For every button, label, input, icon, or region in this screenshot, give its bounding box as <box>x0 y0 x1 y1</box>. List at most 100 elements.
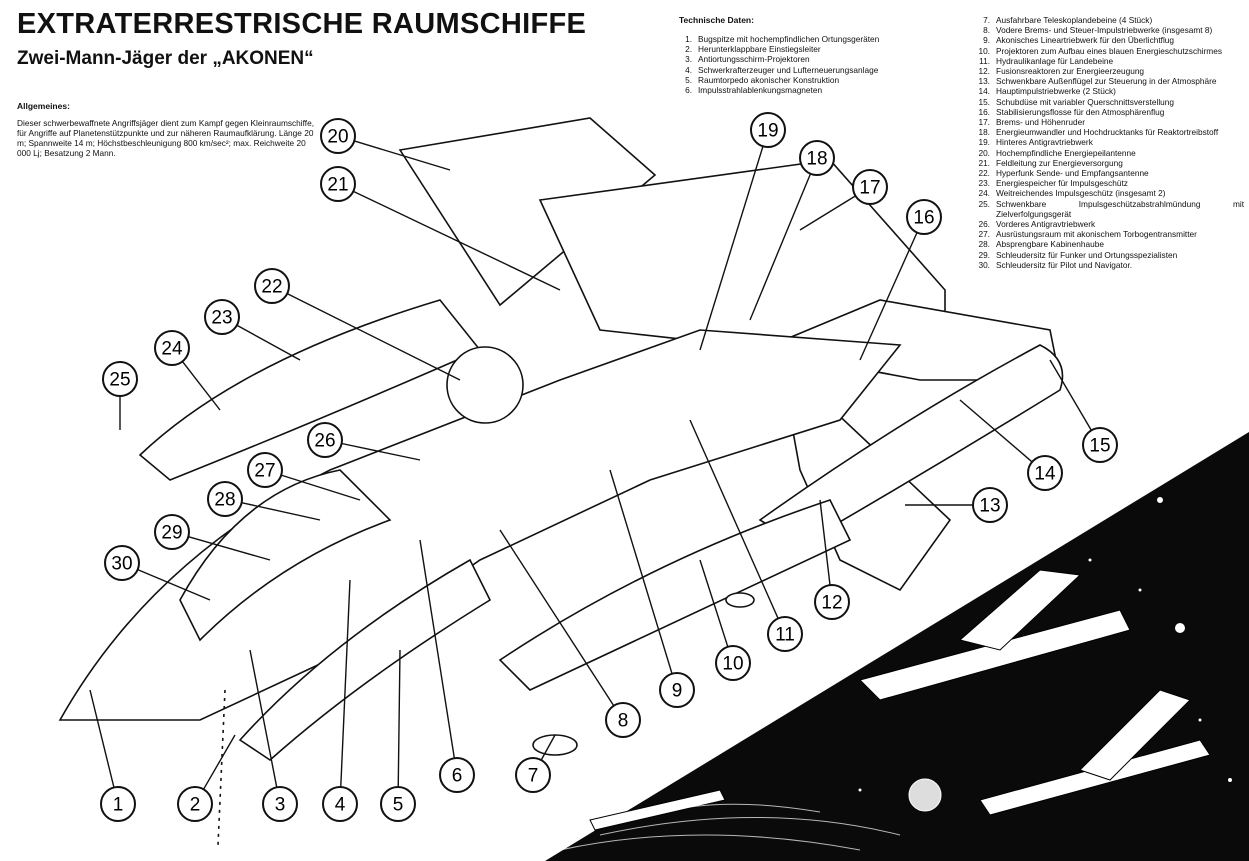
leader-line <box>699 146 764 351</box>
callout-circle <box>1027 455 1063 491</box>
callout-24: 24 <box>154 330 221 411</box>
callout-circle <box>320 166 356 202</box>
legend-number: 30. <box>978 259 990 270</box>
general-text: Dieser schwerbewaffnete Angriffsjäger di… <box>17 118 315 158</box>
legend-number: 5. <box>685 74 692 85</box>
lower-pod <box>498 499 852 691</box>
callout-circle <box>254 268 290 304</box>
legend-text: Ausfahrbare Teleskoplandebeine (4 Stück) <box>996 15 1153 25</box>
legend-text: Brems- und Höhenruder <box>996 117 1086 128</box>
callout-19: 19 <box>699 112 786 351</box>
leader-line <box>689 419 779 619</box>
callout-circle <box>307 422 343 458</box>
legend-number: 22. <box>978 168 990 179</box>
callout-number: 26 <box>314 431 335 452</box>
callout-number: 1 <box>113 795 124 816</box>
leader-line <box>202 734 236 790</box>
legend-text: Hochempfindliche Energiepeilantenne <box>996 147 1136 158</box>
legend-text: Energieumwandler und Hochdrucktanks für … <box>996 127 1219 138</box>
legend-text: Weitreichendes Impulsgeschütz (insgesamt… <box>996 188 1166 199</box>
torpedo <box>238 558 492 762</box>
leader-line <box>699 559 729 648</box>
callout-number: 2 <box>190 795 201 816</box>
engine-nacelle <box>758 344 1064 546</box>
legend-text: Schwenkbare Impulsgeschützabstrahlmündun… <box>996 198 1244 219</box>
leader-line <box>353 190 561 291</box>
legend-item: 5. Raumtorpedo akonischer Konstruktion <box>670 75 960 85</box>
callout-circle <box>750 112 786 148</box>
legend-number: 20. <box>978 147 990 158</box>
legend-item: 8.Vodere Brems- und Steuer-Impulstriebwe… <box>968 25 1244 35</box>
planet-surface <box>559 803 901 851</box>
legend-text: Vorderes Antigravtriebwerk <box>996 219 1096 230</box>
legend-number: 26. <box>978 219 990 230</box>
legend-number: 14. <box>978 86 990 97</box>
leader-line <box>181 361 221 411</box>
callout-circle <box>104 545 140 581</box>
leader-line <box>799 195 856 231</box>
legend-item: 6.Impulsstrahlablenkungsmagneten <box>670 85 960 95</box>
callout-30: 30 <box>104 545 211 601</box>
legend-number: 16. <box>978 106 990 117</box>
legend-number: 8. <box>983 25 990 36</box>
legend-number: 29. <box>978 249 990 260</box>
callout-circle <box>767 616 803 652</box>
legend-item: 9.Akonisches Lineartriebwerk für den Übe… <box>968 35 1244 45</box>
callout-number: 27 <box>254 461 275 482</box>
legend-item: 12.Fusionsreaktoren zur Energieerzeugung <box>968 66 1244 76</box>
leader-line <box>1049 359 1092 431</box>
leader-line <box>540 734 556 761</box>
legend-number: 19. <box>978 137 990 148</box>
callout-11: 11 <box>689 419 803 652</box>
legend-text: Raumtorpedo akonischer Konstruktion <box>698 74 840 85</box>
callout-6: 6 <box>419 539 475 793</box>
technical-list-col2: 7.Ausfahrbare Teleskoplandebeine (4 Stüc… <box>968 15 1244 270</box>
landing-foot <box>532 734 578 756</box>
callout-circle <box>102 361 138 397</box>
callout-2: 2 <box>177 734 236 822</box>
callout-number: 12 <box>821 593 842 614</box>
upper-wing <box>398 117 657 307</box>
legend-item: 16.Stabilisierungsflosse für den Atmosph… <box>968 107 1244 117</box>
legend-item: 15.Schubdüse mit variabler Querschnittsv… <box>968 97 1244 107</box>
legend-text: Hauptimpulstriebwerke (2 Stück) <box>996 86 1116 97</box>
technical-list-col1: 1.Bugspitze mit hochempfindlichen Ortung… <box>670 34 960 95</box>
legend-item: 29.Schleudersitz für Funker und Ortungss… <box>968 250 1244 260</box>
legend-text: Energiespeicher für Impulsgeschütz <box>996 178 1128 189</box>
legend-text: Schwenkbare Außenflügel zur Steuerung in… <box>996 76 1217 87</box>
legend-item: 20. Hochempfindliche Energiepeilantenne <box>968 148 1244 158</box>
callout-circle <box>177 786 213 822</box>
legend-item: 3.Antiortungsschirm-Projektoren <box>670 54 960 64</box>
legend-number: 15. <box>978 96 990 107</box>
callout-circle <box>1082 427 1118 463</box>
leader-line <box>249 649 278 788</box>
antenna-dish <box>446 346 524 424</box>
leader-line <box>340 579 351 788</box>
ladder <box>217 689 226 846</box>
callout-12: 12 <box>814 499 850 620</box>
legend-number: 1. <box>685 34 692 44</box>
callout-16: 16 <box>859 199 942 361</box>
callout-number: 8 <box>618 711 629 732</box>
page-title: EXTRATERRESTRISCHE RAUMSCHIFFE <box>17 8 587 40</box>
leader-line <box>397 649 401 788</box>
callout-number: 3 <box>275 795 286 816</box>
callout-circle <box>814 584 850 620</box>
callout-number: 16 <box>913 208 934 229</box>
callout-number: 29 <box>161 523 182 544</box>
legend-item: 28.Absprengbare Kabinenhaube <box>968 239 1244 249</box>
callout-circle <box>906 199 942 235</box>
leader-line <box>89 689 115 788</box>
legend-text: Impulsstrahlablenkungsmagneten <box>698 85 823 96</box>
callout-21: 21 <box>320 166 561 291</box>
callout-14: 14 <box>959 399 1063 491</box>
callout-27: 27 <box>247 452 361 501</box>
callout-13: 13 <box>905 487 1008 523</box>
callout-17: 17 <box>799 169 888 231</box>
legend-text: Schleudersitz für Pilot und Navigator. <box>996 259 1133 270</box>
callout-7: 7 <box>515 734 556 793</box>
legend-text: Feldleitung zur Energieversorgung <box>996 157 1123 168</box>
legend-text: Hyperfunk Sende- und Empfangsantenne <box>996 168 1149 179</box>
callout-circle <box>207 481 243 517</box>
legend-text: Akonisches Lineartriebwerk für den Überl… <box>996 35 1175 46</box>
